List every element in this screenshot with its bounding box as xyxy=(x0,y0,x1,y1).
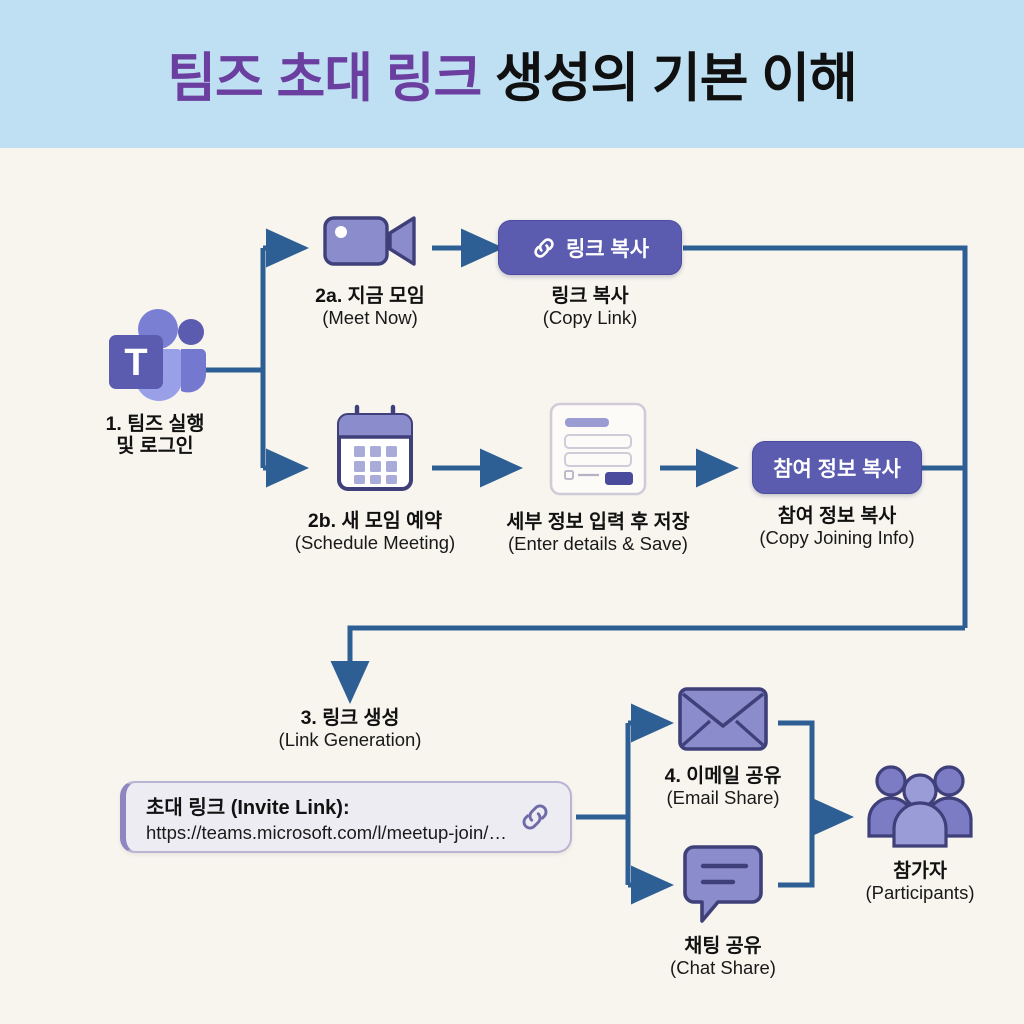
node-participants: 참가자 (Participants) xyxy=(840,758,1000,904)
calendar-icon xyxy=(337,404,413,491)
invite-link-card[interactable]: 초대 링크 (Invite Link): https://teams.micro… xyxy=(120,781,572,853)
node-meet-now: 2a. 지금 모임 (Meet Now) xyxy=(270,210,470,329)
email-label-en: (Email Share) xyxy=(666,786,780,808)
teams-label-ko2: 및 로그인 xyxy=(116,434,194,457)
title-rest: 생성의 기본 이해 xyxy=(481,49,858,108)
meet-now-label-en: (Meet Now) xyxy=(322,306,418,328)
page-title: 팀즈 초대 링크 생성의 기본 이해 xyxy=(167,36,858,112)
invite-card-label: 초대 링크 (Invite Link): xyxy=(146,796,350,819)
participants-label-en: (Participants) xyxy=(865,881,975,903)
chat-label-en: (Chat Share) xyxy=(670,956,776,978)
link-chain-icon[interactable] xyxy=(518,800,552,834)
copy-link-button-label: 링크 복사 xyxy=(565,237,650,261)
video-camera-icon xyxy=(323,216,416,266)
form-card-icon xyxy=(549,402,647,496)
node-schedule-meeting: 2b. 새 모임 예약 (Schedule Meeting) xyxy=(275,403,475,554)
node-copy-joining-info: 참여 정보 복사 참여 정보 복사 (Copy Joining Info) xyxy=(712,441,962,549)
teams-logo-icon: T xyxy=(109,309,206,401)
details-label-en: (Enter details & Save) xyxy=(508,532,688,554)
participants-label-ko: 참가자 xyxy=(893,860,947,882)
copy-join-label-en: (Copy Joining Info) xyxy=(759,526,915,548)
people-group-icon xyxy=(867,765,973,848)
wire-copylink-to-bus xyxy=(683,245,968,628)
copy-join-label-ko: 참여 정보 복사 xyxy=(777,505,897,527)
title-highlight: 팀즈 초대 링크 xyxy=(167,49,482,108)
copy-link-button[interactable]: 링크 복사 xyxy=(498,220,682,275)
details-label-ko: 세부 정보 입력 후 저장 xyxy=(506,511,690,533)
node-enter-details: 세부 정보 입력 후 저장 (Enter details & Save) xyxy=(478,400,718,555)
link-chain-icon xyxy=(534,237,554,258)
invite-card-url: https://teams.microsoft.com/l/meetup-joi… xyxy=(146,821,507,843)
flow-diagram: T 1. 팀즈 실행 및 로그인 2a. 지금 모임 (Meet Now) xyxy=(0,148,1024,1024)
copy-link-label-ko: 링크 복사 xyxy=(551,285,629,307)
teams-label-ko: 1. 팀즈 실행 xyxy=(105,413,205,435)
link-gen-label-ko: 3. 링크 생성 xyxy=(300,707,400,729)
copy-link-label-en: (Copy Link) xyxy=(542,306,638,328)
schedule-label-ko: 2b. 새 모임 예약 xyxy=(307,510,443,532)
node-teams-start: T 1. 팀즈 실행 및 로그인 xyxy=(60,303,250,458)
chat-bubble-icon xyxy=(683,845,763,923)
schedule-label-en: (Schedule Meeting) xyxy=(294,531,456,553)
node-link-generation: 3. 링크 생성 (Link Generation) xyxy=(230,707,470,751)
meet-now-label-ko: 2a. 지금 모임 xyxy=(315,285,425,307)
copy-joining-info-button[interactable]: 참여 정보 복사 xyxy=(752,441,922,494)
chat-label-ko: 채팅 공유 xyxy=(684,935,762,957)
node-copy-link: 링크 복사 링크 복사 (Copy Link) xyxy=(470,220,710,329)
email-label-ko: 4. 이메일 공유 xyxy=(664,765,782,787)
svg-text:T: T xyxy=(124,342,147,384)
link-gen-label-en: (Link Generation) xyxy=(278,728,422,750)
header-banner: 팀즈 초대 링크 생성의 기본 이해 xyxy=(0,0,1024,148)
node-chat-share: 채팅 공유 (Chat Share) xyxy=(628,842,818,979)
envelope-icon xyxy=(678,687,768,751)
node-email-share: 4. 이메일 공유 (Email Share) xyxy=(625,683,821,809)
copy-joining-info-button-label: 참여 정보 복사 xyxy=(773,457,901,481)
